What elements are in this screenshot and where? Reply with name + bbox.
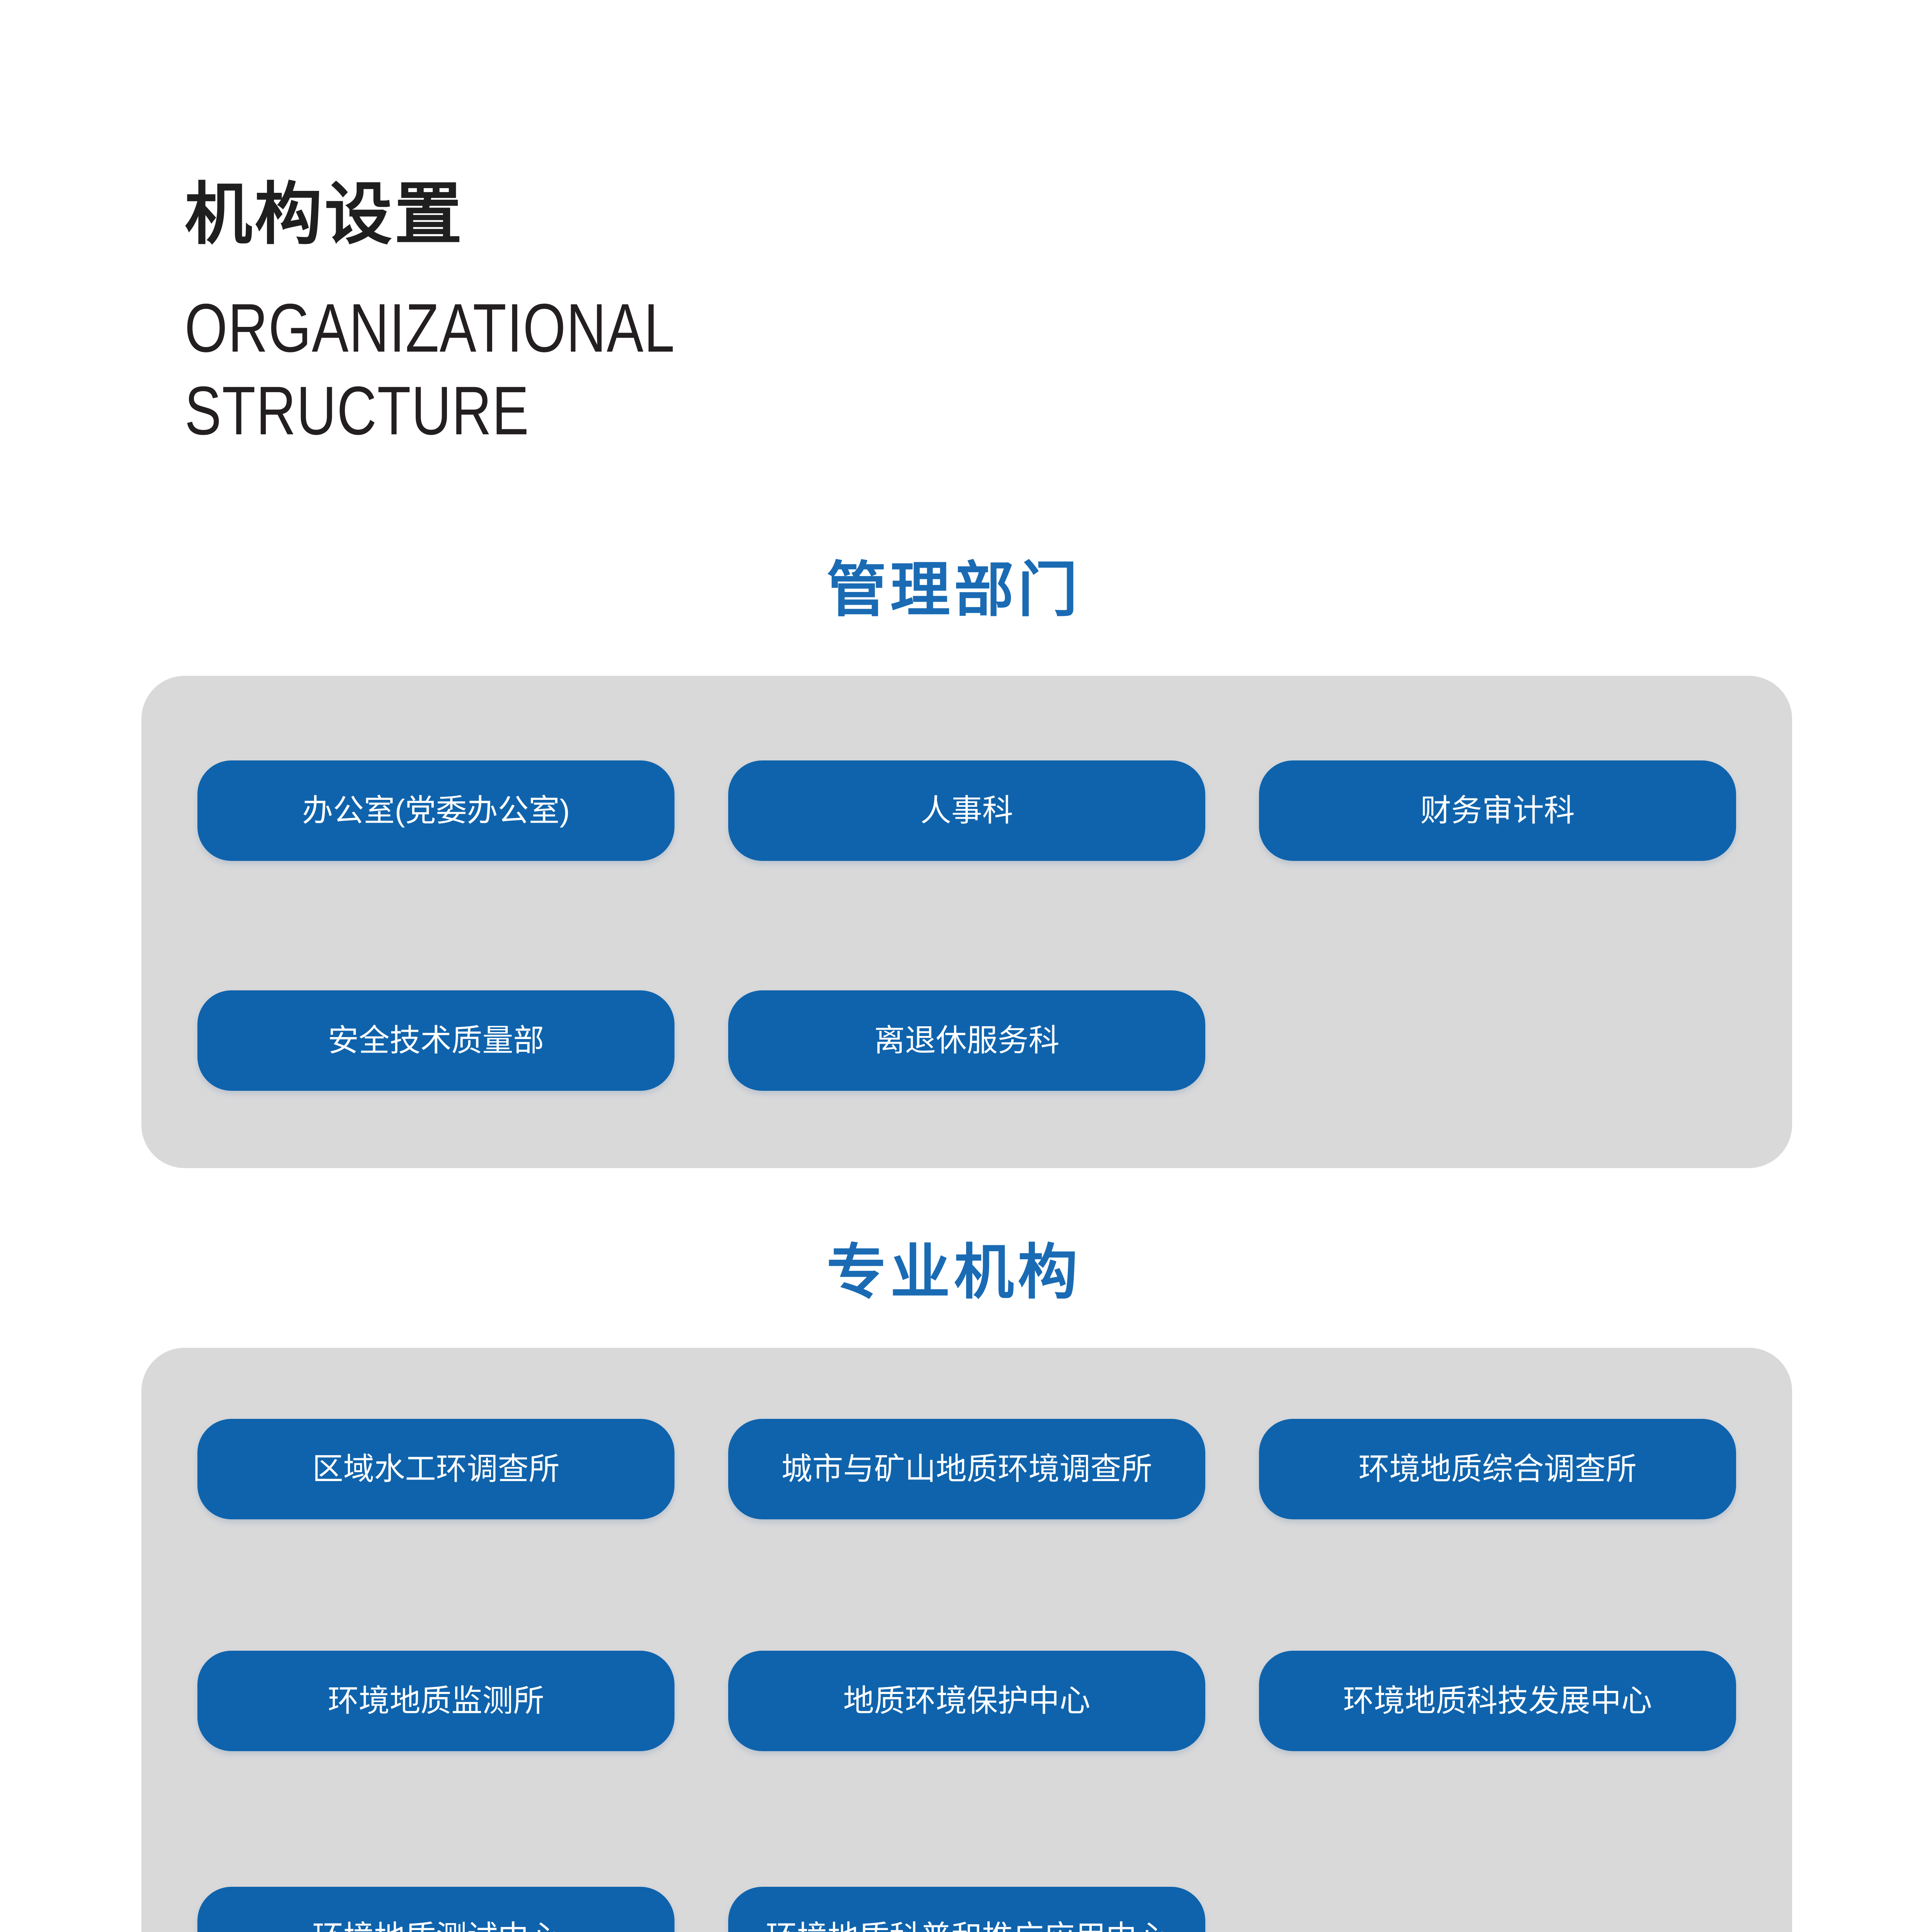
pill-personnel: 人事科	[728, 760, 1205, 861]
professional-panel: 区域水工环调查所 城市与矿山地质环境调查所 环境地质综合调查所 环境地质监测所 …	[141, 1348, 1792, 1932]
section-heading-management: 管理部门	[826, 556, 1082, 623]
management-panel: 办公室(党委办公室) 人事科 财务审计科 安全技术质量部 离退休服务科	[141, 676, 1792, 1168]
pill-geo-env-protection-center: 地质环境保护中心	[728, 1651, 1205, 1751]
pill-safety-quality: 安全技术质量部	[197, 990, 675, 1091]
page-title-en: ORGANIZATIONAL STRUCTURE	[185, 287, 675, 452]
pill-env-geo-monitoring: 环境地质监测所	[197, 1651, 675, 1751]
pill-office: 办公室(党委办公室)	[197, 760, 675, 861]
pill-env-geo-testing-center: 环境地质测试中心	[197, 1887, 675, 1932]
section-heading-professional: 专业机构	[826, 1239, 1082, 1306]
pill-urban-mine-geo-env-survey: 城市与矿山地质环境调查所	[728, 1419, 1205, 1519]
pill-env-geo-outreach-center: 环境地质科普和推广应用中心	[728, 1887, 1205, 1932]
pill-retiree-services: 离退休服务科	[728, 990, 1205, 1091]
pill-finance-audit: 财务审计科	[1259, 760, 1736, 861]
page-title-en-line2: STRUCTURE	[185, 372, 530, 449]
pill-env-geo-comprehensive-survey: 环境地质综合调查所	[1259, 1419, 1736, 1519]
page-title-cn: 机构设置	[185, 177, 464, 252]
pill-env-geo-tech-development-center: 环境地质科技发展中心	[1259, 1651, 1736, 1751]
pill-regional-hydro-env-survey: 区域水工环调查所	[197, 1419, 675, 1519]
page-title-en-line1: ORGANIZATIONAL	[185, 289, 675, 366]
